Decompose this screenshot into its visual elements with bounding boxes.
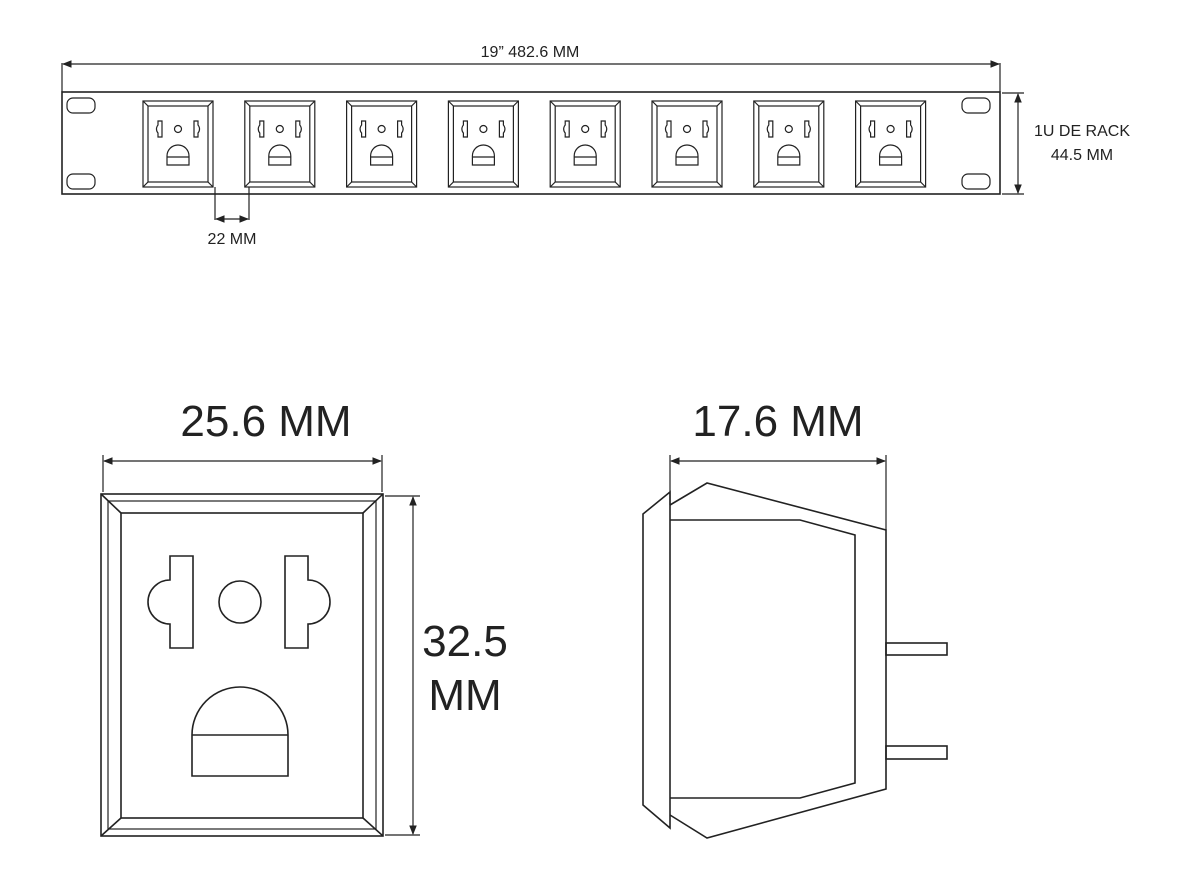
panel-socket bbox=[244, 100, 316, 188]
mount-slot bbox=[961, 173, 991, 190]
panel-socket bbox=[549, 100, 621, 188]
panel-height-label-1: 1U DE RACK bbox=[1034, 123, 1130, 140]
socket-row bbox=[142, 100, 927, 188]
bevel-line bbox=[107, 500, 377, 830]
panel-socket bbox=[753, 100, 825, 188]
mount-slot bbox=[66, 173, 96, 190]
pin-hole-right bbox=[284, 555, 331, 649]
mount-slot bbox=[961, 97, 991, 114]
panel-socket bbox=[142, 100, 214, 188]
outer-frame bbox=[100, 493, 384, 837]
panel-socket bbox=[854, 100, 927, 188]
panel-socket bbox=[346, 100, 418, 188]
socket-side-view: 17.6 MM bbox=[642, 397, 948, 839]
front-plate bbox=[642, 490, 671, 830]
mount-slot bbox=[66, 97, 96, 114]
terminal-pin bbox=[885, 745, 948, 760]
panel-socket bbox=[447, 100, 520, 188]
front-height-label-2: MM bbox=[428, 671, 501, 720]
rack-panel: 19” 482.6 MM 22 MM 1U DE RACK 44.5 MM bbox=[61, 44, 1130, 248]
front-height-label-1: 32.5 bbox=[422, 617, 508, 666]
ground-hole bbox=[191, 686, 289, 777]
panel-body bbox=[61, 91, 1001, 195]
panel-width-label: 19” 482.6 MM bbox=[481, 44, 580, 61]
body-outline bbox=[669, 482, 887, 839]
side-depth-label: 17.6 MM bbox=[692, 397, 863, 446]
panel-socket bbox=[651, 100, 723, 188]
front-width-label: 25.6 MM bbox=[180, 397, 351, 446]
terminal-pin bbox=[885, 642, 948, 656]
socket-front-view: 25.6 MM 32.5 MM bbox=[100, 397, 508, 837]
socket-spacing-label: 22 MM bbox=[208, 231, 257, 248]
pin-hole-center bbox=[218, 580, 262, 624]
pin-hole-left bbox=[147, 555, 194, 649]
panel-height-label-2: 44.5 MM bbox=[1051, 147, 1113, 164]
body-inner bbox=[670, 519, 856, 799]
inner-frame bbox=[120, 512, 364, 819]
